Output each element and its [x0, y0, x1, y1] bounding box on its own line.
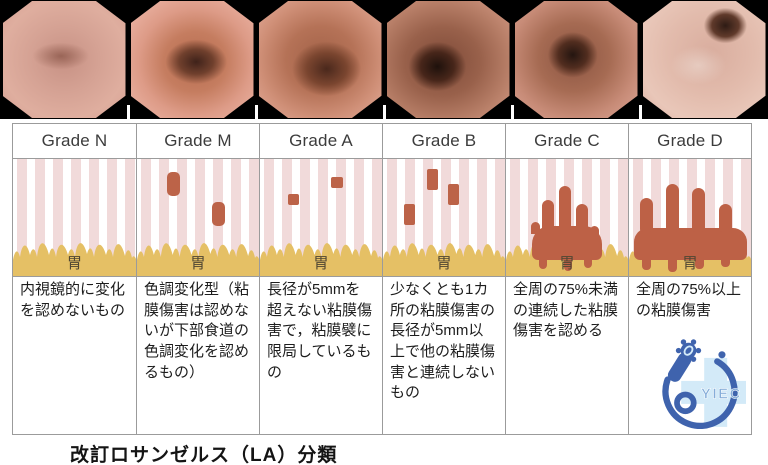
- endoscopy-photo-grade-m: [130, 1, 254, 118]
- schematic-grade-c: 胃: [505, 159, 628, 276]
- description-text: 全周の75%未満の連続した粘膜傷害を認める: [513, 281, 619, 340]
- stomach-label: 胃: [559, 255, 575, 272]
- mucosal-break-small: [331, 177, 343, 188]
- description-grade-a: 長径が5mmを超えない粘膜傷害で，粘膜襞に限局しているもの: [259, 277, 382, 434]
- mucosal-break-finger: [542, 200, 554, 232]
- yiec-logo: YIEC: [662, 339, 746, 429]
- grade-header-m: Grade M: [136, 124, 259, 158]
- schematic-grade-b: 胃: [382, 159, 505, 276]
- stomach-shape: [137, 243, 259, 276]
- mucosal-break-drip: [695, 257, 704, 269]
- grade-header-b: Grade B: [382, 124, 505, 158]
- mucosal-break-small: [288, 194, 299, 205]
- description-grade-m: 色調変化型（粘膜傷害は認めないが下部食道の色調変化を認めるもの）: [136, 277, 259, 434]
- classification-table: Grade N Grade M Grade A Grade B Grade C …: [12, 123, 752, 435]
- photo-cell-grade-b: [383, 0, 512, 119]
- mucosal-break-finger: [692, 188, 705, 232]
- photo-cell-grade-m: [127, 0, 256, 119]
- grade-header-n: Grade N: [41, 131, 108, 150]
- figure-caption: 改訂ロサンゼルス（LA）分類: [70, 445, 338, 465]
- grade-header-d: Grade D: [628, 124, 751, 158]
- description-grade-c: 全周の75%未満の連続した粘膜傷害を認める: [505, 277, 628, 434]
- mucosal-break-drip: [668, 257, 677, 272]
- description-text: 少なくとも1カ所の粘膜傷害の長径が5mm以上で他の粘膜傷害と連続しないもの: [390, 281, 496, 402]
- logo-text: YIEC: [701, 387, 742, 403]
- stomach-shape: [383, 243, 505, 276]
- description-text: 内視鏡的に変化を認めないもの: [20, 281, 126, 319]
- description-grade-d: 全周の75%以上の粘膜傷害: [628, 277, 751, 434]
- photo-cell-grade-n: [0, 0, 128, 119]
- mucosal-break-finger: [640, 198, 653, 232]
- color-change-lesion: [212, 202, 225, 226]
- endoscope-loop: [674, 391, 697, 415]
- mucosal-break-finger: [719, 204, 732, 232]
- endoscopy-photo-grade-b: [386, 1, 510, 118]
- mucosal-break-long: [427, 169, 438, 190]
- schematic-grade-n: 胃: [13, 159, 136, 276]
- stomach-label: 胃: [313, 255, 329, 272]
- endoscopy-photo-grade-c: [514, 1, 638, 118]
- photo-cell-grade-d: [639, 0, 768, 119]
- mucosal-break-nub: [531, 222, 540, 234]
- mucosal-break-long: [448, 184, 459, 205]
- schematic-grade-a: 胃: [259, 159, 382, 276]
- grade-header-row: Grade N Grade M Grade A Grade B Grade C …: [13, 124, 751, 158]
- endoscopy-photo-grade-a: [258, 1, 382, 118]
- schematic-grade-d: 胃: [628, 159, 751, 276]
- stomach-label: 胃: [66, 255, 82, 272]
- mucosal-break-finger: [576, 204, 588, 232]
- photo-cell-grade-a: [255, 0, 384, 119]
- stomach-label: 胃: [682, 255, 698, 272]
- endoscopy-photo-strip: [0, 0, 768, 119]
- mucosal-break-drip: [642, 257, 651, 270]
- description-grade-b: 少なくとも1カ所の粘膜傷害の長径が5mm以上で他の粘膜傷害と連続しないもの: [382, 277, 505, 434]
- photo-cell-grade-c: [511, 0, 640, 119]
- mucosal-break-drip: [564, 257, 572, 271]
- mucosal-break-long: [404, 204, 415, 225]
- stomach-shape: [13, 243, 136, 276]
- description-row: 内視鏡的に変化を認めないもの 色調変化型（粘膜傷害は認めないが下部食道の色調変化…: [13, 276, 751, 434]
- schematic-grade-m: 胃: [136, 159, 259, 276]
- mucosal-break-finger: [559, 186, 571, 232]
- stomach-label: 胃: [190, 255, 206, 272]
- grade-header-a: Grade A: [259, 124, 382, 158]
- description-text: 色調変化型（粘膜傷害は認めないが下部食道の色調変化を認めるもの）: [144, 281, 250, 381]
- cable-connector: [718, 351, 726, 359]
- mucosal-break-drip: [539, 257, 547, 269]
- description-text: 全周の75%以上の粘膜傷害: [636, 281, 742, 319]
- mucosal-break-nub: [590, 226, 599, 236]
- schematic-row: 胃 胃 胃 胃: [13, 158, 751, 276]
- medical-cross-icon: [681, 357, 746, 427]
- mucosal-break-drip: [721, 257, 730, 267]
- endoscope-head-icon: [675, 339, 702, 362]
- circumferential-mucosal-break: [634, 228, 747, 260]
- mucosal-break-drip: [584, 258, 592, 268]
- endoscopy-photo-grade-d: [642, 1, 766, 118]
- endoscope-cable: [662, 358, 738, 429]
- endoscopy-photo-grade-n: [2, 1, 126, 118]
- grade-header-c: Grade C: [505, 124, 628, 158]
- description-grade-n: 内視鏡的に変化を認めないもの: [13, 277, 136, 434]
- color-change-lesion: [167, 172, 180, 196]
- stomach-label: 胃: [436, 255, 452, 272]
- mucosal-break-finger: [666, 184, 679, 232]
- stomach-shape: [260, 243, 382, 276]
- description-text: 長径が5mmを超えない粘膜傷害で，粘膜襞に限局しているもの: [267, 281, 373, 381]
